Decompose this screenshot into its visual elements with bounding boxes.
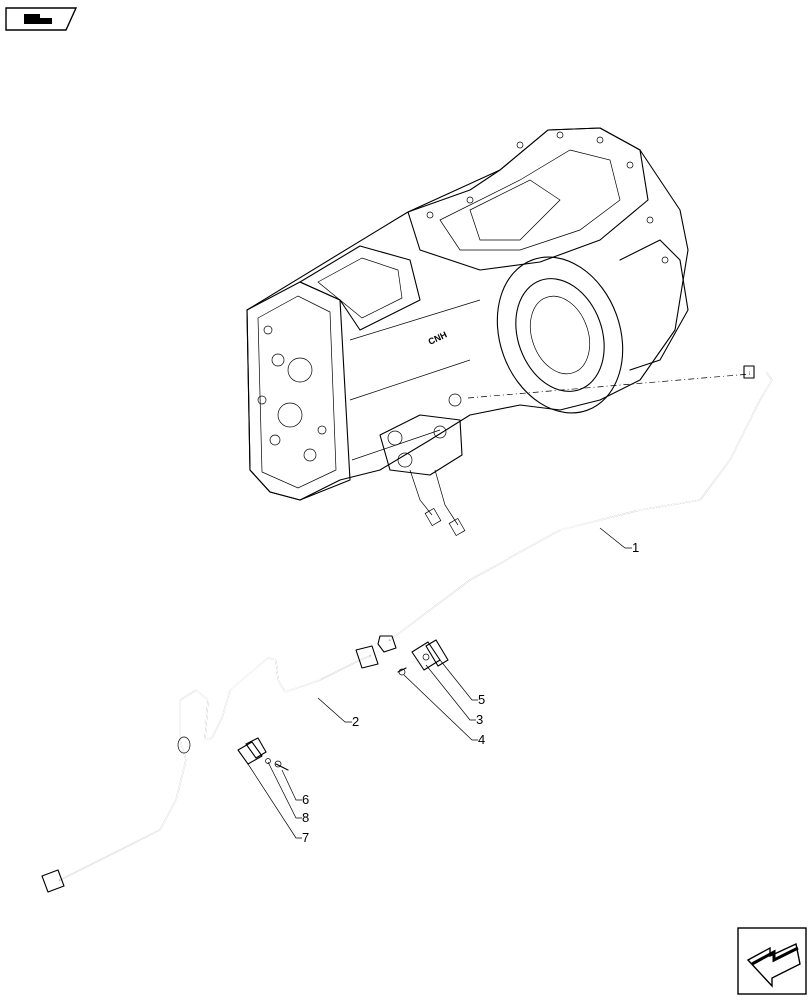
callout-7: 7 xyxy=(302,830,309,845)
callout-6: 6 xyxy=(302,792,309,807)
callout-4: 4 xyxy=(478,732,485,747)
callout-1: 1 xyxy=(632,540,639,555)
pipe-1 xyxy=(377,365,773,653)
navigation-arrow-icon[interactable] xyxy=(737,927,807,995)
callout-3: 3 xyxy=(476,712,483,727)
callout-2: 2 xyxy=(352,714,359,729)
leader-lines xyxy=(247,527,632,839)
casting-text: CNH xyxy=(427,330,449,347)
callout-8: 8 xyxy=(302,810,309,825)
pipe-2 xyxy=(41,645,379,893)
clamp-assembly-lower xyxy=(237,737,289,771)
callout-5: 5 xyxy=(478,692,485,707)
transmission-housing: CNH xyxy=(246,127,689,537)
vehicle-section-icon[interactable] xyxy=(5,7,78,31)
clamp-assembly-upper xyxy=(397,639,449,676)
connection-centerline xyxy=(467,373,751,399)
